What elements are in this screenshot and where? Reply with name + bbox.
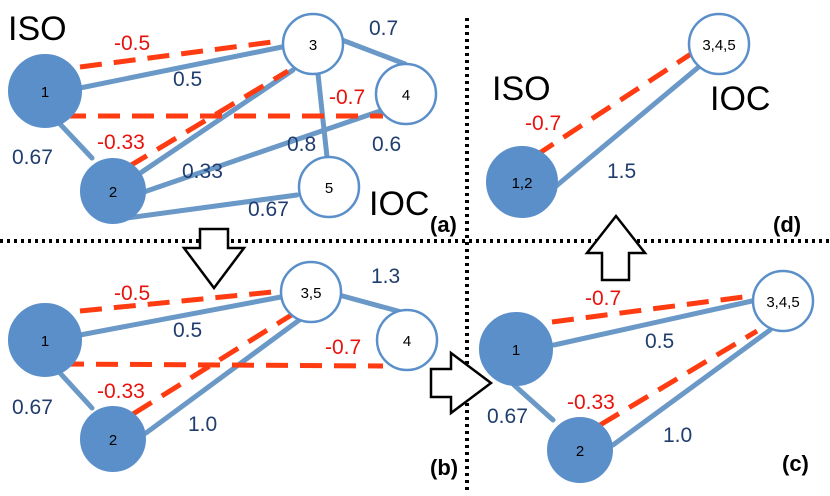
node-a-5-label: 5 xyxy=(325,180,333,197)
iso-label-a: ISO xyxy=(8,10,67,48)
edge-label-b-1-35-blue: 0.5 xyxy=(173,319,202,342)
node-d-345-label: 3,4,5 xyxy=(702,37,735,54)
edge-c-2-345 xyxy=(610,327,773,448)
edge-d-12-345 xyxy=(552,57,710,190)
panel-b-label: (b) xyxy=(430,455,458,480)
node-a-4-label: 4 xyxy=(402,87,410,104)
edge-b-2-35-red xyxy=(131,311,295,417)
panel-b: 1 2 3,5 4 (b) -0.5 0.5 1.3 -0.7 0.67 -0.… xyxy=(8,260,458,480)
node-b-1 xyxy=(8,303,82,377)
edge-b-2-35 xyxy=(143,315,305,436)
arrow-down-icon xyxy=(181,227,247,291)
panel-d-label: (d) xyxy=(773,212,801,237)
edge-b-1-35 xyxy=(77,294,284,338)
panel-c-label: (c) xyxy=(782,451,809,476)
edge-d-12-345-red xyxy=(533,47,699,159)
node-c-2-label: 2 xyxy=(576,443,584,460)
node-d-345 xyxy=(687,12,751,76)
edge-label-a-1-2: 0.67 xyxy=(12,146,53,169)
node-c-1-label: 1 xyxy=(512,342,520,359)
node-d-12 xyxy=(486,146,558,218)
node-a-4 xyxy=(374,62,438,126)
edge-label-d-blue: 1.5 xyxy=(607,160,636,183)
edge-label-b-2-35-blue: 1.0 xyxy=(188,413,217,436)
edge-label-b-1-4-red: -0.7 xyxy=(325,336,361,359)
node-a-3 xyxy=(281,12,345,76)
node-a-2 xyxy=(80,158,146,224)
node-b-2 xyxy=(80,406,146,472)
node-a-5 xyxy=(297,155,361,219)
edge-label-c-2-345-red: -0.33 xyxy=(567,391,615,414)
edge-label-b-1-35-red: -0.5 xyxy=(114,282,150,305)
edge-a-2-3-red xyxy=(126,68,290,170)
edge-label-d-red: -0.7 xyxy=(525,112,561,135)
node-a-3-label: 3 xyxy=(309,37,317,54)
node-a-1 xyxy=(8,54,82,128)
edge-label-a-1-4-red: -0.7 xyxy=(329,86,365,109)
ioc-label-d: IOC xyxy=(710,80,770,118)
node-c-1 xyxy=(479,312,553,386)
edge-a-2-4 xyxy=(135,107,386,197)
edge-label-c-1-2: 0.67 xyxy=(487,405,528,428)
edge-c-2-345-red xyxy=(598,328,759,428)
panel-d: 1,2 3,4,5 ISO IOC (d) -0.7 1.5 xyxy=(486,12,801,237)
edge-a-1-3 xyxy=(77,44,285,91)
edge-label-a-1-3-red: -0.5 xyxy=(114,32,150,55)
edge-b-1-4-red xyxy=(61,361,384,369)
edge-b-35-4 xyxy=(336,292,408,316)
node-b-2-label: 2 xyxy=(109,432,117,449)
edge-c-1-2 xyxy=(511,382,556,423)
node-b-1-label: 1 xyxy=(41,333,49,350)
edge-label-a-1-3-blue: 0.5 xyxy=(173,68,202,91)
node-c-2 xyxy=(547,417,613,483)
node-d-12-label: 1,2 xyxy=(512,175,533,192)
edge-a-2-3 xyxy=(127,67,296,183)
edge-label-c-2-345-blue: 1.0 xyxy=(663,424,692,447)
node-b-35-label: 3,5 xyxy=(301,285,322,302)
edge-a-3-4 xyxy=(339,37,408,67)
edge-a-2-5 xyxy=(109,192,300,223)
panel-a: 1 2 3 4 5 ISO IOC (a) -0.5 0.5 0.7 -0.7 … xyxy=(8,10,457,237)
edge-c-1-345 xyxy=(551,298,755,348)
edge-label-a-2-3-blue: 0.33 xyxy=(182,160,223,183)
edge-a-1-2 xyxy=(57,121,95,161)
panel-c: 1 2 3,4,5 (c) -0.7 0.5 0.67 -0.33 1.0 xyxy=(479,269,815,483)
ioc-label-a: IOC xyxy=(369,185,429,223)
node-b-35 xyxy=(279,260,343,324)
node-a-2-label: 2 xyxy=(109,184,117,201)
edge-b-1-2 xyxy=(57,370,95,411)
iso-label-d: ISO xyxy=(492,70,551,108)
node-b-4-label: 4 xyxy=(403,333,411,350)
edge-label-a-2-3-red: -0.33 xyxy=(97,131,145,154)
node-c-345 xyxy=(751,269,815,333)
edge-label-c-1-345-blue: 0.5 xyxy=(645,330,674,353)
edge-label-a-4-5: 0.6 xyxy=(372,133,401,156)
edge-label-a-3-4: 0.7 xyxy=(369,17,398,40)
node-c-345-label: 3,4,5 xyxy=(766,294,799,311)
panel-a-label: (a) xyxy=(430,212,457,237)
arrow-right-icon xyxy=(429,350,494,416)
edge-label-a-2-5: 0.67 xyxy=(248,198,289,221)
node-b-4 xyxy=(375,308,439,372)
edge-label-b-1-2: 0.67 xyxy=(12,396,53,419)
node-a-1-label: 1 xyxy=(41,84,49,101)
arrow-up-icon xyxy=(584,213,648,282)
edge-label-b-2-35-red: -0.33 xyxy=(97,380,145,403)
edge-label-b-35-4: 1.3 xyxy=(371,265,400,288)
edge-label-a-3-5: 0.8 xyxy=(287,133,316,156)
edge-label-c-1-345-red: -0.7 xyxy=(585,287,621,310)
